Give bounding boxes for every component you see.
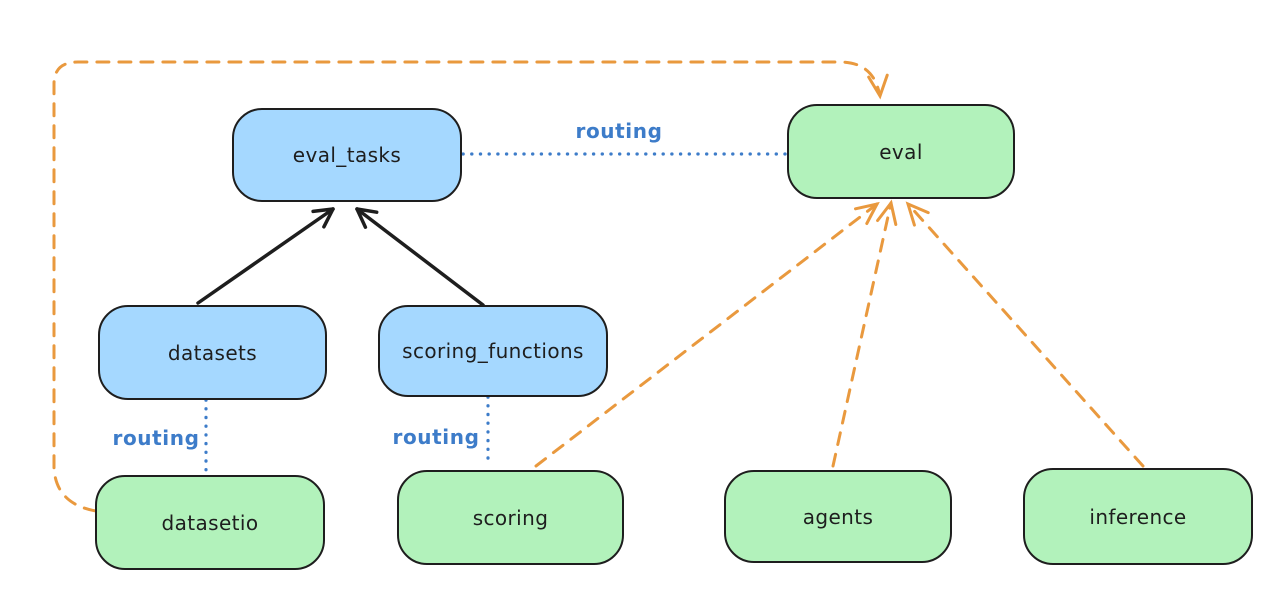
- edge-datasetio-to-eval: [52, 60, 881, 513]
- node-eval: eval: [787, 104, 1015, 199]
- arrowhead-datasetio-to-eval: [867, 73, 889, 100]
- arrowhead-scoring-to-eval: [854, 201, 880, 225]
- node-datasetio: datasetio: [95, 475, 325, 570]
- edge-inference-to-eval: [906, 202, 1145, 468]
- edge-label-routing-scoring: routing: [392, 425, 480, 449]
- node-scoring-functions: scoring_functions: [378, 305, 608, 397]
- arrowhead-inference-to-eval: [905, 201, 930, 227]
- edge-scoring-to-eval: [534, 202, 879, 468]
- node-eval-tasks: eval_tasks: [232, 108, 462, 202]
- edge-label-routing-eval: routing: [575, 119, 663, 143]
- edge-scoring-functions-to-eval-tasks: [355, 207, 485, 307]
- arrowhead-agents-to-eval: [876, 199, 898, 226]
- node-inference: inference: [1023, 468, 1253, 565]
- node-agents: agents: [724, 470, 952, 563]
- edge-agents-to-eval: [831, 201, 893, 468]
- edge-datasets-to-eval-tasks: [196, 207, 335, 305]
- node-datasets: datasets: [98, 305, 327, 400]
- node-scoring: scoring: [397, 470, 624, 565]
- edge-label-routing-datasetio: routing: [112, 426, 200, 450]
